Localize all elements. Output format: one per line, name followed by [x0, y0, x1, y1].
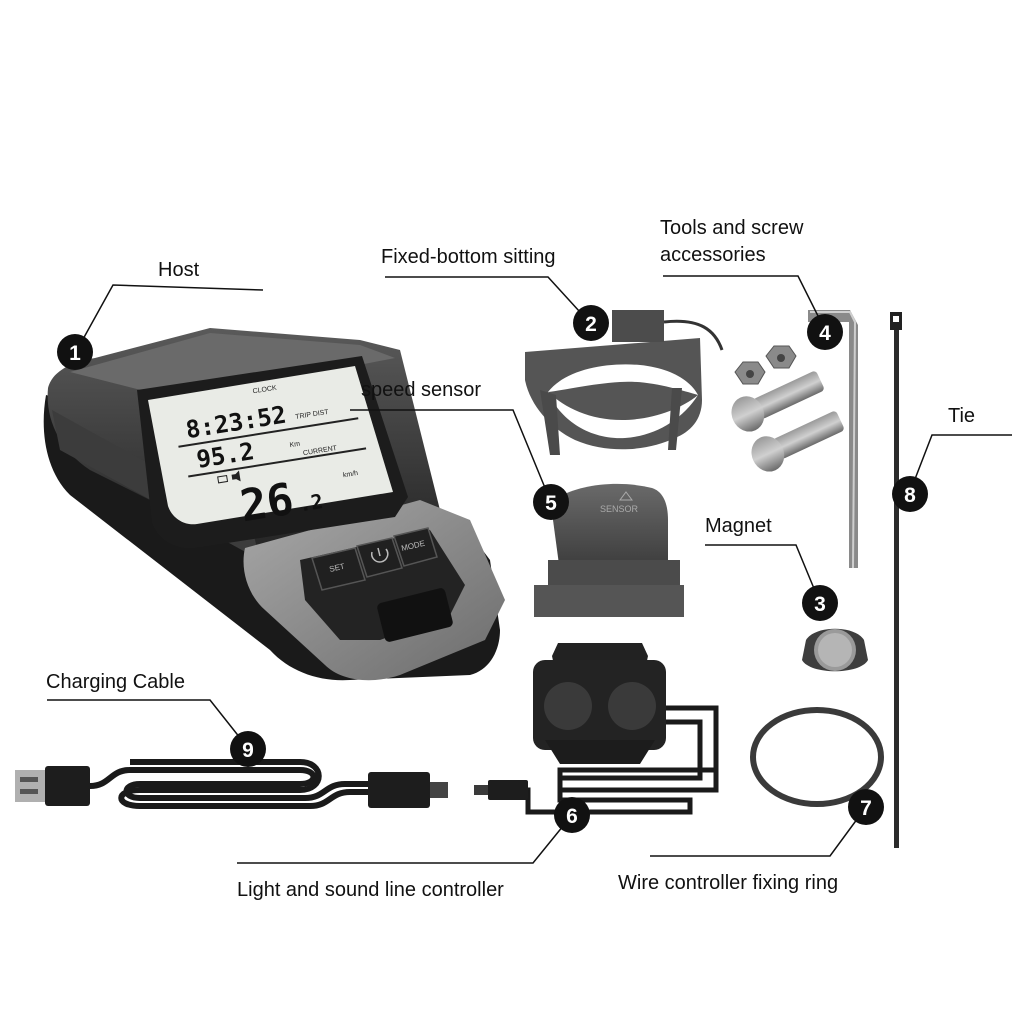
svg-text:2: 2	[585, 313, 597, 336]
lcd-unit: Km	[289, 441, 301, 450]
light-sound-controller	[474, 643, 719, 815]
label-light-sound: Light and sound line controller	[237, 879, 504, 901]
magnet-device	[802, 628, 868, 672]
set-button-label: SET	[328, 562, 345, 574]
svg-text:1: 1	[69, 342, 81, 365]
bolt	[751, 411, 844, 472]
host-device: CLOCK 8:23:52 TRIP DIST 95.2 Km CURRENT …	[43, 328, 506, 681]
mode-button[interactable]	[393, 527, 438, 567]
lcd-speed-unit: km/h	[343, 470, 359, 479]
badge-5: 5	[533, 484, 569, 520]
badge-6: 6	[554, 797, 590, 833]
fixed-bottom-mount	[525, 310, 724, 455]
label-tools: Tools and screw accessories	[660, 217, 804, 266]
lcd-speed-int: 26	[237, 474, 297, 533]
label-speed-sensor: speed sensor	[361, 379, 482, 401]
set-button[interactable]	[311, 547, 366, 591]
label-charging-cable: Charging Cable	[46, 671, 185, 693]
svg-text:7: 7	[860, 797, 872, 820]
sensor-imprint: SENSOR	[600, 504, 639, 514]
speed-sensor-device: SENSOR	[534, 483, 684, 617]
host-buttons: SET MODE	[311, 527, 438, 591]
power-button[interactable]	[356, 537, 403, 578]
label-fixed-bottom: Fixed-bottom sitting	[381, 246, 556, 268]
leader-lines	[47, 275, 1012, 864]
svg-text:5: 5	[545, 492, 557, 515]
badge-3: 3	[802, 585, 838, 621]
badge-9: 9	[230, 731, 266, 767]
battery-icon	[217, 474, 229, 484]
svg-text:4: 4	[819, 322, 831, 345]
label-fixing-ring: Wire controller fixing ring	[618, 872, 839, 894]
badge-8: 8	[892, 476, 928, 512]
badge-7: 7	[848, 789, 884, 825]
horn-icon	[231, 470, 241, 482]
fixing-ring	[750, 707, 884, 807]
lcd-speed-dec: .2	[297, 489, 325, 516]
badge-1: 1	[57, 334, 93, 370]
power-icon	[371, 547, 389, 563]
badge-4: 4	[807, 314, 843, 350]
svg-text:3: 3	[814, 593, 826, 616]
svg-text:8: 8	[904, 484, 916, 507]
bolt	[731, 371, 824, 432]
tools-screws	[731, 310, 858, 569]
badge-2: 2	[573, 305, 609, 341]
charging-cable	[15, 759, 448, 809]
svg-text:9: 9	[242, 739, 254, 762]
lcd-clock-label: CLOCK	[252, 385, 277, 396]
label-host: Host	[158, 259, 200, 281]
svg-text:6: 6	[566, 805, 578, 828]
label-tie: Tie	[948, 405, 976, 427]
cable-tie	[890, 312, 902, 848]
label-magnet: Magnet	[705, 515, 772, 537]
